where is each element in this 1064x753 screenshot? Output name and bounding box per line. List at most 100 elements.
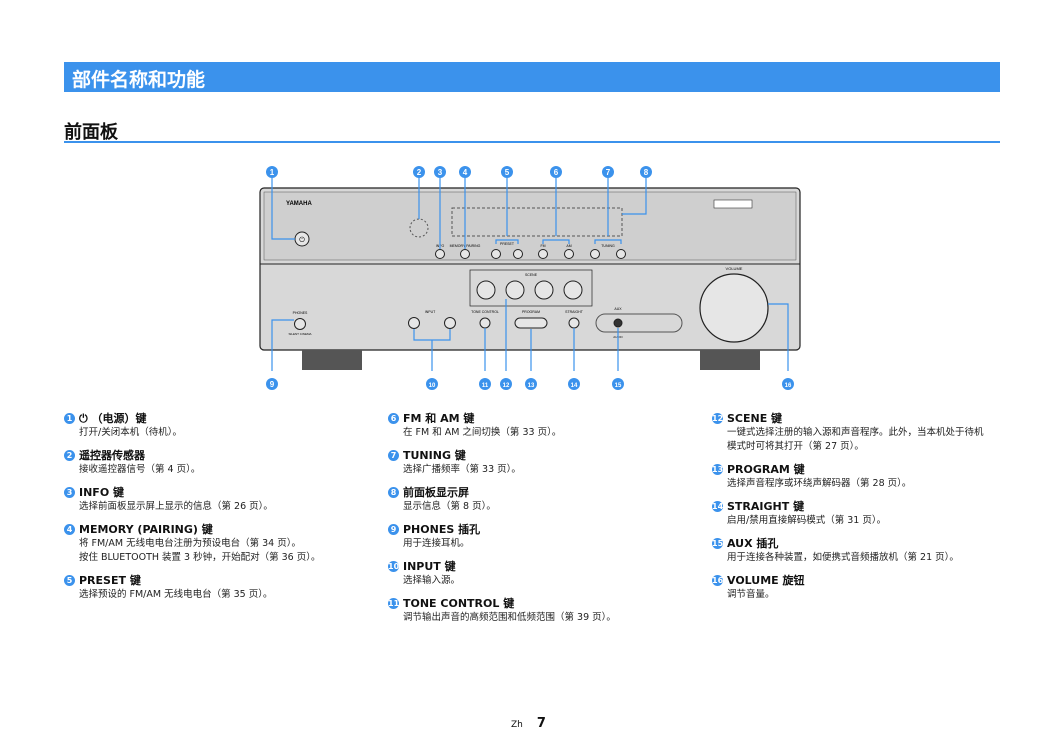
scene-button-4[interactable] <box>563 280 583 300</box>
item-number-badge: 2 <box>64 450 75 461</box>
svg-text:TONE CONTROL: TONE CONTROL <box>471 310 499 314</box>
volume-knob[interactable] <box>699 273 769 343</box>
callout-2: 2 <box>413 166 425 178</box>
item-title: TUNING 键 <box>403 449 466 462</box>
svg-text:1: 1 <box>270 168 275 177</box>
item-description: 用于连接耳机。 <box>403 538 470 549</box>
item-number-badge: 4 <box>64 524 75 535</box>
front-panel-diagram: YAMAHA ⏻ INFO MEMORY PAIRING PRESET FM A… <box>259 166 801 390</box>
item-number-badge: 11 <box>388 598 400 609</box>
svg-text:13: 13 <box>528 383 535 389</box>
svg-text:8: 8 <box>644 168 649 177</box>
callout-10: 10 <box>426 378 438 390</box>
svg-text:16: 16 <box>785 383 792 389</box>
item-heading: 1 ⏻ （电源）键 <box>64 411 374 426</box>
callout-4: 4 <box>459 166 471 178</box>
callout-16: 16 <box>782 378 794 390</box>
input-right-button[interactable] <box>444 317 456 329</box>
program-selector[interactable] <box>514 317 548 329</box>
language-code: Zh <box>511 720 523 730</box>
callout-12: 12 <box>500 378 512 390</box>
scene-button-1[interactable] <box>476 280 496 300</box>
item-title: STRAIGHT 键 <box>727 500 805 513</box>
svg-text:PROGRAM: PROGRAM <box>522 310 540 314</box>
svg-text:FM: FM <box>540 244 545 248</box>
am-button[interactable] <box>564 249 574 259</box>
item-title: 前面板显示屏 <box>403 486 469 499</box>
item-description: 一键式选择注册的输入源和声音程序。此外，当本机处于待机 <box>727 427 984 438</box>
item-number-badge: 7 <box>388 450 399 461</box>
svg-text:5: 5 <box>505 168 510 177</box>
tone-control-button[interactable] <box>479 317 491 329</box>
item-description: 选择广播频率（第 33 页）。 <box>403 464 521 475</box>
item-description: 在 FM 和 AM 之间切换（第 33 页）。 <box>403 427 562 438</box>
item-description: 模式时可将其打开（第 27 页）。 <box>727 441 864 452</box>
fm-button[interactable] <box>538 249 548 259</box>
item-description: 用于连接各种装置，如便携式音频播放机（第 21 页）。 <box>727 552 959 563</box>
item-title: AUX 插孔 <box>727 537 779 550</box>
scene-button-2[interactable] <box>505 280 525 300</box>
item-number-badge: 10 <box>388 561 400 572</box>
info-button[interactable] <box>435 249 445 259</box>
straight-button[interactable] <box>568 317 580 329</box>
callout-11: 11 <box>479 378 491 390</box>
item-number-badge: 14 <box>712 501 724 512</box>
item-number-badge: 1 <box>64 413 75 424</box>
preset-down-button[interactable] <box>491 249 501 259</box>
item-description: 接收遥控器信号（第 4 页）。 <box>79 464 201 475</box>
item-number-badge: 8 <box>388 487 399 498</box>
preset-up-button[interactable] <box>513 249 523 259</box>
input-left-button[interactable] <box>408 317 420 329</box>
item-heading: 8 前面板显示屏 <box>388 485 698 500</box>
item-title: PHONES 插孔 <box>403 523 481 536</box>
item-title: 遥控器传感器 <box>79 449 145 462</box>
phones-jack[interactable] <box>294 318 306 330</box>
svg-text:VOLUME: VOLUME <box>726 266 743 271</box>
svg-text:11: 11 <box>482 383 489 389</box>
item-description: 调节输出声音的高频范围和低频范围（第 39 页）。 <box>403 612 616 623</box>
aux-jack[interactable] <box>613 318 623 328</box>
svg-text:SILENT CINEMA: SILENT CINEMA <box>289 332 312 336</box>
brand-logo: YAMAHA <box>286 201 312 207</box>
item-description: 选择输入源。 <box>403 575 461 586</box>
tuning-up-button[interactable] <box>616 249 626 259</box>
svg-text:7: 7 <box>606 168 611 177</box>
item-title: PROGRAM 键 <box>727 463 805 476</box>
svg-text:4: 4 <box>463 168 468 177</box>
svg-text:15: 15 <box>615 383 622 389</box>
callout-7: 7 <box>602 166 614 178</box>
svg-text:AUX: AUX <box>614 307 622 311</box>
item-title: ⏻ （电源）键 <box>79 412 147 425</box>
item-number-badge: 16 <box>712 575 724 586</box>
scene-button-3[interactable] <box>534 280 554 300</box>
tuning-down-button[interactable] <box>590 249 600 259</box>
item-title: SCENE 键 <box>727 412 783 425</box>
svg-text:STRAIGHT: STRAIGHT <box>565 310 584 314</box>
callout-6: 6 <box>550 166 562 178</box>
svg-text:PRESET: PRESET <box>500 242 515 246</box>
callout-8: 8 <box>640 166 652 178</box>
callout-9: 9 <box>266 378 278 390</box>
item-description: 按住 BLUETOOTH 装置 3 秒钟，开始配对（第 36 页）。 <box>79 552 321 563</box>
memory-button[interactable] <box>460 249 470 259</box>
item-description: 将 FM/AM 无线电电台注册为预设电台（第 34 页）。 <box>79 538 301 549</box>
item-heading: 7 TUNING 键 <box>388 448 698 463</box>
item-title: FM 和 AM 键 <box>403 412 475 425</box>
item-description: 调节音量。 <box>727 589 775 600</box>
